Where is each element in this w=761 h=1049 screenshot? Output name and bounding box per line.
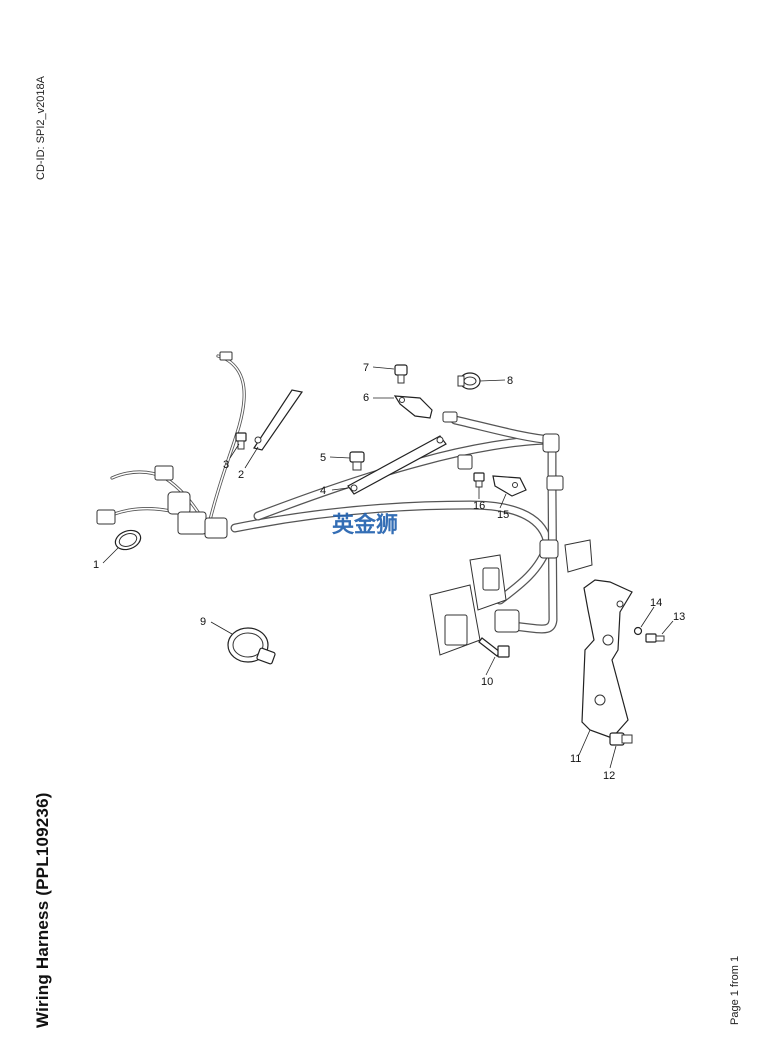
- harness-hose: [230, 415, 558, 634]
- hose-connector: [442, 411, 458, 423]
- part-15-bracket: [492, 475, 527, 497]
- callout-labels: 1 2 3 4 5 6 7 8 9 10 11 12 13 14 15 16: [93, 362, 685, 782]
- part-9-clamp-ring: [227, 627, 276, 665]
- part-11-mounting-plate: [581, 579, 633, 739]
- callout-14: 14: [650, 597, 662, 609]
- callout-9: 9: [200, 616, 206, 628]
- callout-3: 3: [223, 459, 229, 471]
- part-3-bolt: [235, 432, 247, 450]
- part-16-bolt: [473, 472, 485, 488]
- control-module: [429, 554, 520, 656]
- watermark-text: 英金狮: [332, 512, 398, 538]
- callout-15: 15: [497, 509, 509, 521]
- right-connector-block: [539, 475, 593, 573]
- callout-8: 8: [507, 375, 513, 387]
- part-14-washer: [633, 626, 643, 636]
- part-4-strap: [347, 435, 447, 495]
- left-connector-cluster: [96, 351, 233, 539]
- part-5-bolt: [349, 451, 365, 471]
- callout-5: 5: [320, 452, 326, 464]
- callout-13: 13: [673, 611, 685, 623]
- part-7-bolt: [394, 364, 408, 384]
- leader-lines: [102, 366, 674, 769]
- callout-2: 2: [238, 469, 244, 481]
- part-12-bolt: [609, 732, 633, 746]
- callout-11: 11: [570, 753, 581, 765]
- callout-16: 16: [473, 500, 485, 512]
- part-8-clamp: [457, 372, 481, 390]
- callout-6: 6: [363, 392, 369, 404]
- callout-4: 4: [320, 485, 326, 497]
- hose-elbow: [542, 433, 560, 453]
- hose-clip: [457, 454, 473, 470]
- callout-10: 10: [481, 676, 493, 688]
- callout-12: 12: [603, 770, 615, 782]
- part-2-bracket: [253, 389, 304, 451]
- callout-7: 7: [363, 362, 369, 374]
- part-13-bolt: [645, 633, 665, 643]
- callout-1: 1: [93, 559, 99, 571]
- part-10-bolt: [478, 637, 510, 658]
